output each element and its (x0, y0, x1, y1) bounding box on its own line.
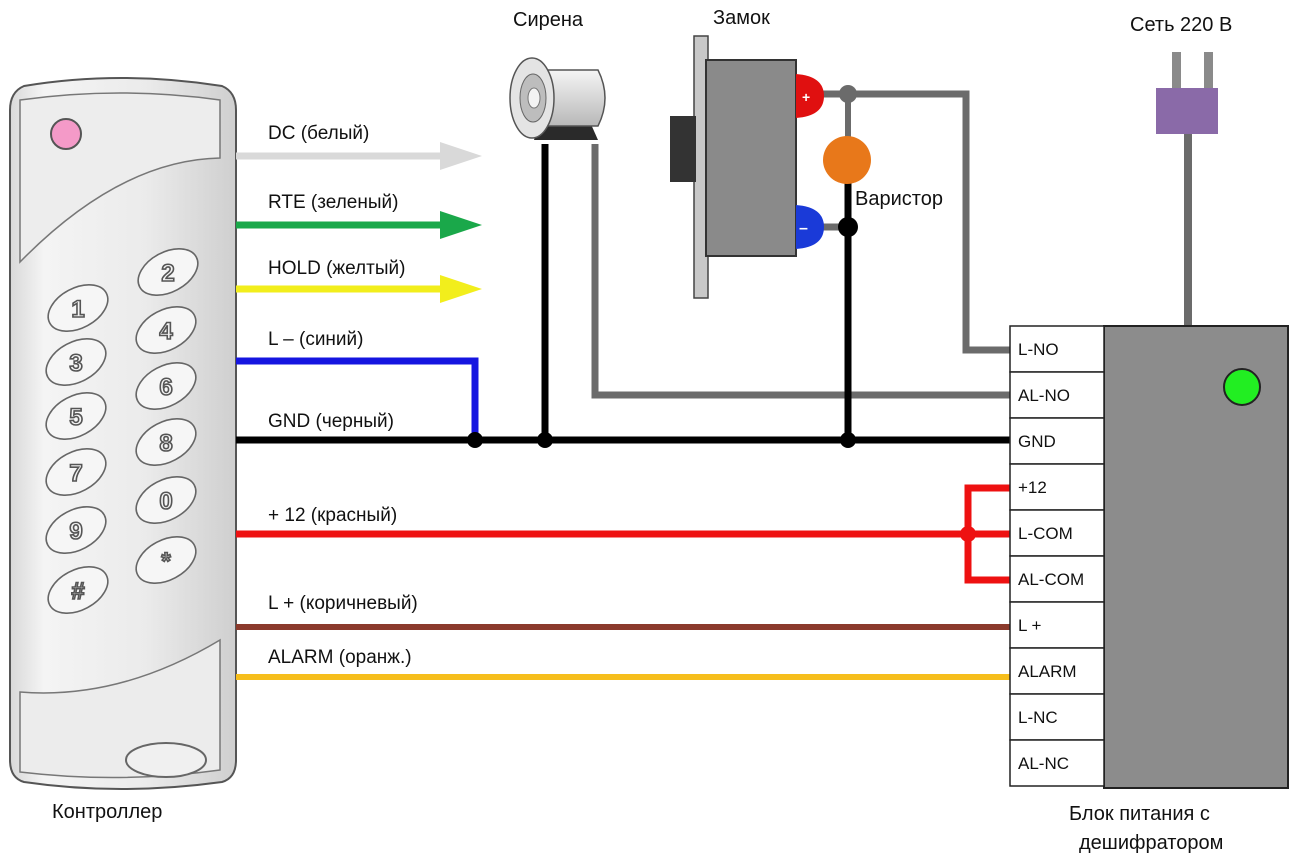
power-supply: L-NO AL-NO GND +12L-COM AL-COM L + ALARM L-NC AL… (1009, 325, 1289, 789)
wire-label-lminus: L – (синий) (268, 329, 363, 350)
lock-body (705, 59, 797, 257)
controller-led (50, 118, 82, 150)
keypad-key-label: 4 (159, 318, 173, 345)
junction-lock-plus (839, 85, 857, 103)
terminal-label: L + (1018, 616, 1042, 635)
mains-plug (1156, 52, 1218, 326)
keypad: 1 3 5 7 9 #2 4 6 8 0 * (45, 248, 199, 614)
lock-minus-sign: – (799, 220, 808, 237)
plug-body (1156, 88, 1218, 134)
keypad-key-label: 3 (69, 350, 82, 377)
varistor (823, 136, 871, 184)
terminal-block: L-NO AL-NO GND +12L-COM AL-COM L + ALARM L-NC AL… (1009, 325, 1105, 787)
terminal-cell (1009, 647, 1105, 695)
lock-label: Замок (713, 7, 770, 29)
keypad-key-label: 6 (159, 374, 172, 401)
terminal-label: AL-NC (1018, 754, 1069, 773)
psu-led (1223, 368, 1261, 406)
terminal-cell (1009, 509, 1105, 557)
terminal-label: AL-COM (1018, 570, 1084, 589)
keypad-key-label: 5 (69, 404, 82, 431)
keypad-key-label: 8 (159, 430, 172, 457)
lock-plus-sign: + (802, 89, 810, 105)
wire-label-plus12: + 12 (красный) (268, 505, 397, 526)
terminal-cell (1009, 601, 1105, 649)
plug-pin-left (1172, 52, 1181, 92)
plug-pin-right (1204, 52, 1213, 92)
wire-label-dc: DC (белый) (268, 123, 369, 144)
keypad-key-label: 7 (69, 460, 82, 487)
wire-label-lplus: L + (коричневый) (268, 593, 418, 614)
varistor-label: Варистор (855, 188, 943, 210)
controller-label: Контроллер (52, 801, 162, 823)
keypad-key-right-5 (135, 536, 197, 584)
wire-label-hold: HOLD (желтый) (268, 258, 405, 279)
terminal-label: L-NO (1018, 340, 1059, 359)
wire-label-gnd: GND (черный) (268, 411, 394, 432)
lock: + – (670, 35, 824, 299)
terminal-cell (1009, 693, 1105, 741)
keypad-key-label: 0 (159, 488, 172, 515)
terminal-cell (1009, 739, 1105, 787)
terminal-label: +12 (1018, 478, 1047, 497)
psu-body (1103, 325, 1289, 789)
keypad-key-label: 1 (71, 296, 84, 323)
keypad-key-label: # (71, 578, 84, 605)
keypad-key-left-4 (45, 506, 107, 554)
wires (236, 85, 1010, 680)
keypad-key-label: * (161, 548, 171, 575)
keypad-key-label: 2 (161, 260, 174, 287)
terminal-label: GND (1018, 432, 1056, 451)
wire-hold-arrow (440, 275, 482, 303)
lock-minus-terminal (796, 205, 824, 249)
terminal-cell (1009, 371, 1105, 419)
keypad-key-left-2 (45, 392, 107, 440)
controller: 1 3 5 7 9 #2 4 6 8 0 * (9, 77, 237, 790)
wire-lock-plus (820, 90, 1010, 354)
wire-rte-arrow (440, 211, 482, 239)
wire-dc-arrow (440, 142, 482, 170)
mains-label: Сеть 220 В (1130, 14, 1232, 36)
junction-gnd-blue (467, 432, 483, 448)
keypad-key-left-1 (45, 338, 107, 386)
wire-label-rte: RTE (зеленый) (268, 192, 398, 213)
psu-label-line1: Блок питания с (1069, 803, 1210, 825)
psu-label-line2: дешифратором (1079, 832, 1223, 854)
junction-gnd-lock (840, 432, 856, 448)
wire-label-alarm: ALARM (оранж.) (268, 647, 412, 668)
terminal-label: AL-NO (1018, 386, 1070, 405)
terminal-cell (1009, 555, 1105, 603)
wire-labels: DC (белый) RTE (зеленый) HOLD (желтый) L – … (268, 123, 418, 668)
keypad-key-left-5 (47, 566, 109, 614)
keypad-key-right-1 (135, 306, 197, 354)
terminal-cell (1009, 417, 1105, 465)
lock-bolt (670, 116, 696, 182)
siren-label: Сирена (513, 9, 584, 31)
siren (509, 57, 606, 140)
keypad-key-left-0 (47, 284, 109, 332)
keypad-key-right-0 (137, 248, 199, 296)
junction-plus12 (960, 526, 976, 542)
keypad-key-right-3 (135, 418, 197, 466)
siren-core (527, 87, 541, 109)
keypad-key-label: 9 (69, 518, 82, 545)
terminal-label: L-NC (1018, 708, 1058, 727)
terminal-cell (1009, 463, 1105, 511)
terminal-label: L-COM (1018, 524, 1073, 543)
terminal-label: ALARM (1018, 662, 1077, 681)
keypad-key-right-2 (135, 362, 197, 410)
wire-siren-gray (591, 144, 1010, 399)
terminal-cell (1009, 325, 1105, 373)
lock-plus-terminal (796, 74, 824, 118)
keypad-key-right-4 (135, 476, 197, 524)
keypad-key-left-3 (45, 448, 107, 496)
junction-lock-minus (838, 217, 858, 237)
junction-gnd-siren (537, 432, 553, 448)
wire-l-minus (236, 357, 479, 440)
controller-bottom-slot (125, 742, 207, 778)
